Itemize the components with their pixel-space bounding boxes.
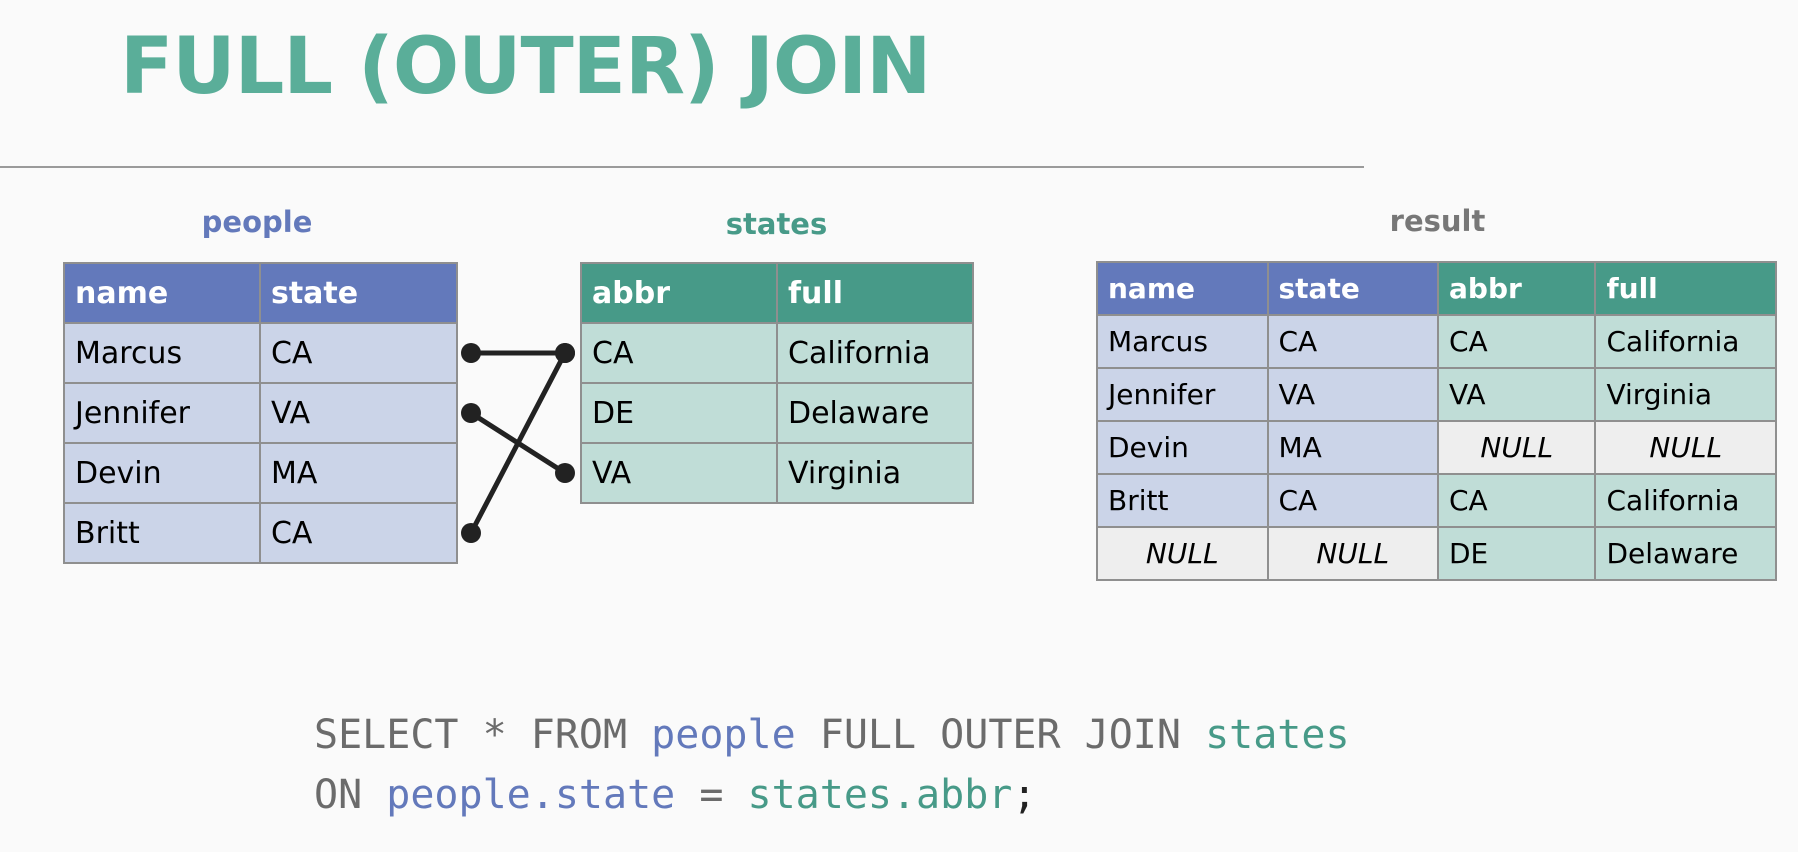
table-row: NULL NULL DE Delaware (1096, 526, 1777, 581)
table-cell: DE (580, 382, 778, 444)
table-cell: CA (580, 322, 778, 384)
column-header: full (1594, 261, 1777, 316)
sql-terminator: ; (1012, 772, 1037, 818)
table-cell: CA (1266, 473, 1439, 528)
table-row: Britt CA CA California (1096, 473, 1777, 528)
sql-people-state: people.state (386, 772, 676, 818)
table-cell: Devin (63, 442, 261, 504)
table-row: Marcus CA (63, 322, 459, 384)
join-link-endpoint (461, 343, 481, 363)
table-cell: Britt (63, 502, 261, 564)
table-cell: VA (258, 382, 459, 444)
sql-line-2: ON people.state = states.abbr; (314, 772, 1036, 818)
sql-keyword: ON (314, 772, 387, 818)
join-link-endpoint (461, 403, 481, 423)
table-row: VA Virginia (580, 442, 974, 504)
table-cell: CA (1436, 473, 1597, 528)
table-row: Britt CA (63, 502, 459, 564)
table-cell: CA (1266, 314, 1439, 369)
table-row: Jennifer VA (63, 382, 459, 444)
page-title: FULL (OUTER) JOIN (120, 22, 931, 112)
table-row: Jennifer VA VA Virginia (1096, 367, 1777, 422)
table-cell: California (776, 322, 974, 384)
column-header: full (776, 262, 974, 324)
table-row: DE Delaware (580, 382, 974, 444)
table-header-row: name state abbr full (1096, 261, 1777, 316)
table-cell: Delaware (1594, 526, 1777, 581)
table-cell: CA (1436, 314, 1597, 369)
null-cell: NULL (1594, 420, 1777, 475)
null-cell: NULL (1096, 526, 1269, 581)
table-header-row: abbr full (580, 262, 974, 324)
states-table-caption: states (725, 207, 828, 241)
result-table: name state abbr full Marcus CA CA Califo… (1096, 261, 1777, 581)
table-cell: DE (1436, 526, 1597, 581)
result-table-caption: result (1389, 204, 1486, 238)
table-cell: Virginia (776, 442, 974, 504)
table-row: Devin MA (63, 442, 459, 504)
table-cell: Virginia (1594, 367, 1777, 422)
column-header: state (258, 262, 459, 324)
link-lines (461, 343, 575, 543)
table-cell: CA (258, 502, 459, 564)
table-cell: Delaware (776, 382, 974, 444)
join-link-endpoint (461, 523, 481, 543)
table-cell: Devin (1096, 420, 1269, 475)
table-cell: Marcus (63, 322, 261, 384)
column-header: state (1266, 261, 1439, 316)
table-cell: CA (258, 322, 459, 384)
title-divider (0, 166, 1364, 168)
table-cell: Jennifer (63, 382, 261, 444)
sql-states-abbr: states.abbr (747, 772, 1013, 818)
join-link-line (468, 350, 568, 536)
people-table: name state Marcus CA Jennifer VA Devin M… (63, 262, 459, 564)
column-header: abbr (1436, 261, 1597, 316)
join-link-endpoint (555, 343, 575, 363)
table-cell: VA (1436, 367, 1597, 422)
sql-keyword: = (675, 772, 748, 818)
sql-table-people: people (651, 712, 796, 758)
null-cell: NULL (1266, 526, 1439, 581)
sql-line-1: SELECT * FROM people FULL OUTER JOIN sta… (314, 712, 1350, 758)
table-cell: VA (1266, 367, 1439, 422)
people-table-caption: people (201, 205, 313, 239)
sql-keyword: FULL OUTER JOIN (795, 712, 1206, 758)
table-cell: California (1594, 314, 1777, 369)
table-cell: California (1594, 473, 1777, 528)
column-header: name (1096, 261, 1269, 316)
column-header: name (63, 262, 261, 324)
sql-keyword: SELECT * FROM (314, 712, 652, 758)
column-header: abbr (580, 262, 778, 324)
table-cell: Britt (1096, 473, 1269, 528)
join-link-endpoint (555, 463, 575, 483)
table-cell: Jennifer (1096, 367, 1269, 422)
table-cell: VA (580, 442, 778, 504)
table-row: Marcus CA CA California (1096, 314, 1777, 369)
table-cell: MA (258, 442, 459, 504)
sql-table-states: states (1205, 712, 1350, 758)
null-cell: NULL (1436, 420, 1597, 475)
table-row: CA California (580, 322, 974, 384)
table-header-row: name state (63, 262, 459, 324)
states-table: abbr full CA California DE Delaware VA V… (580, 262, 974, 504)
table-cell: Marcus (1096, 314, 1269, 369)
table-cell: MA (1266, 420, 1439, 475)
table-row: Devin MA NULL NULL (1096, 420, 1777, 475)
